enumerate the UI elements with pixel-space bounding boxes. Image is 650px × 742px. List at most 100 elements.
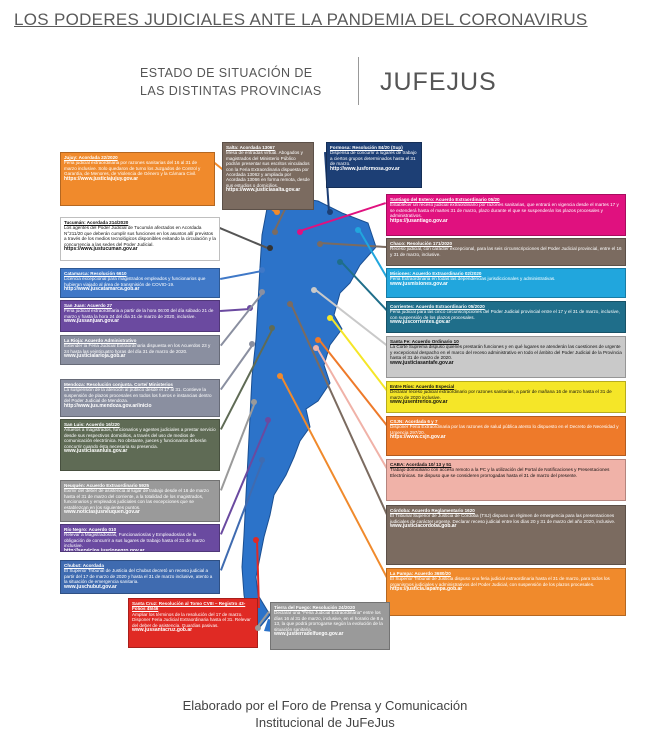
province-heading: La Rioja: Acuerdo Administrativo — [64, 338, 137, 343]
province-box-santacruz: Santa Cruz: Resolución al Tomo CVIII – R… — [128, 598, 258, 648]
province-body: Ampliar los términos de la resolución de… — [132, 611, 251, 628]
province-box-santiago: Santiago del Estero: Acuerdo Extraordina… — [386, 194, 626, 236]
province-body: Dispensa de concurrir a lugares de traba… — [330, 150, 417, 167]
province-heading: Formosa: Resolución 84/20 (Sup) — [330, 145, 403, 150]
province-marker-chaco — [317, 241, 323, 247]
province-link[interactable]: www.justiciasantafe.gov.ar — [390, 359, 454, 366]
subtitle-line2: LAS DISTINTAS PROVINCIAS — [140, 84, 322, 98]
province-heading: Santiago del Estero: Acuerdo Extraordina… — [390, 197, 500, 202]
footer-line1: Elaborado por el Foro de Prensa y Comuni… — [182, 698, 468, 713]
province-body: Asuetos a magistrados, funcionarios y ag… — [64, 427, 216, 449]
province-link[interactable]: https://justicia.lapampa.gob.ar — [390, 586, 463, 593]
province-marker-cordoba — [287, 301, 293, 307]
province-heading: Tucumán: Acordada 214/2020 — [64, 220, 129, 225]
province-marker-entrerios — [327, 315, 333, 321]
province-marker-chubut — [259, 457, 265, 463]
province-marker-caba — [315, 337, 321, 343]
province-body: Feria judicial extraordinaria por razone… — [64, 160, 201, 177]
province-body: El Superior Tribunal de Justicia dispuso… — [390, 576, 610, 587]
province-link[interactable]: www.justiciasanluis.gov.ar — [64, 448, 128, 455]
province-link[interactable]: http://www.juscatamarca.gob.ar — [64, 286, 140, 293]
province-body: Feria judicial extraordinaria a partir d… — [64, 308, 214, 319]
province-marker-misiones — [355, 227, 361, 233]
province-link[interactable]: www.justiciacordoba.gob.ar — [390, 523, 457, 530]
province-link[interactable]: https://www.csjn.gov.ar — [390, 434, 446, 441]
province-link[interactable]: http://www.jus.mendoza.gov.ar/inicio — [64, 402, 152, 409]
province-marker-santacruz — [253, 537, 259, 543]
province-marker-rionegro — [265, 417, 271, 423]
province-heading: Chaco: Resolución 171/2020 — [390, 241, 453, 246]
province-heading: Córdoba: Acuerdo Reglamentario 1620 — [390, 508, 475, 513]
province-link[interactable]: https://www.justucuman.gov.ar — [64, 246, 138, 253]
province-body: Trabajo domiciliario con acceso remoto a… — [390, 467, 610, 478]
province-heading: Salta: Acordada 13067 — [226, 145, 275, 150]
province-body: La suspensión de la atención al público … — [64, 387, 212, 404]
page-title: LOS PODERES JUDICIALES ANTE LA PANDEMIA … — [14, 10, 588, 29]
province-marker-larioja — [259, 289, 265, 295]
province-heading: Río Negro: Acuerdo 010 — [64, 527, 117, 532]
province-marker-catamarca — [259, 267, 265, 273]
province-link[interactable]: www.jussantacruz.gob.ar — [132, 627, 193, 634]
province-heading: Neuquén: Acuerdo Extraordinario 5925 — [64, 483, 150, 488]
province-body: Establecer un receso judicial extraordin… — [390, 202, 619, 219]
province-link[interactable]: www.jusmisiones.gov.ar — [390, 280, 448, 287]
province-marker-salta — [272, 229, 278, 235]
province-heading: Tierra del Fuego: Resolución 24/2020 — [274, 605, 356, 610]
province-marker-santafe — [311, 287, 317, 293]
province-body: Eximir del deber de asistencia al lugar … — [64, 488, 209, 510]
province-link[interactable]: www.jussanjuan.gov.ar — [64, 318, 120, 325]
province-marker-sanluis — [269, 325, 275, 331]
province-link[interactable]: www.noticiasjusneuquen.gov.ar — [64, 509, 140, 516]
province-heading: Entre Ríos: Acuerdo Especial — [390, 384, 455, 389]
province-body: Receso judicial, con carácter excepciona… — [390, 246, 622, 257]
province-marker-ciudad — [313, 345, 319, 351]
province-link[interactable]: www.justicialarioja.gob.ar — [64, 353, 126, 360]
province-link[interactable]: www.juscorrientes.gov.ar — [390, 319, 451, 326]
province-link[interactable]: www.justierradelfuego.gov.ar — [274, 631, 344, 638]
province-box-corrientes: Corrientes: Acuerdo Extraordinario 05/20… — [386, 301, 626, 333]
province-heading: CABA: Acordada 10/ 13 y 51 — [390, 462, 452, 467]
province-body: Extender la Feria Judicial Extraordinari… — [64, 343, 211, 354]
province-link[interactable]: https://jusantiago.gov.ar — [390, 217, 448, 224]
province-heading: Santa Cruz: Resolución al Tomo CVIII – R… — [132, 601, 246, 612]
province-heading: La Pampa: Acuerdo 3680/20 — [390, 571, 451, 576]
province-link[interactable]: www.juschubut.gov.ar — [64, 583, 117, 590]
subtitle: ESTADO DE SITUACIÓN DE LAS DISTINTAS PRO… — [140, 64, 322, 100]
header-divider — [358, 57, 359, 105]
province-marker-santiago — [297, 229, 303, 235]
subtitle-line1: ESTADO DE SITUACIÓN DE — [140, 66, 313, 80]
province-marker-corrientes — [337, 259, 343, 265]
province-body: Declarar una "Feria Judicial Extraordina… — [274, 610, 384, 632]
province-link[interactable]: https://www.justiciasalta.gov.ar — [226, 187, 301, 194]
province-body: El Superior Tribunal de Justicia del Chu… — [64, 568, 213, 585]
province-link[interactable]: http://www.jusformosa.gov.ar — [330, 165, 400, 172]
province-box-misiones: Misiones: Acuerdo Extraordinario 02/2020… — [386, 268, 626, 298]
province-heading: Corrientes: Acuerdo Extraordinario 05/20… — [390, 304, 485, 309]
province-link[interactable]: https://www.justiciajujuy.gov.ar — [64, 175, 139, 182]
province-box-mendoza: Mendoza: Resolución conjunta. Corte/ Min… — [60, 379, 220, 417]
province-link[interactable]: www.jusentrerios.gov.ar — [390, 399, 448, 406]
brand-logo: JUFEJUS — [380, 68, 497, 96]
province-marker-jujuy — [274, 209, 280, 215]
province-marker-formosa — [327, 209, 333, 215]
province-heading: San Luis: Acuerdo 16/220 — [64, 422, 120, 427]
province-link[interactable]: http://servicios.jusrionegro.gov.ar — [64, 547, 145, 552]
province-body: Los agentes del Poder Judicial de Tucumá… — [64, 225, 216, 247]
footer-line2: Institucional de JuFeJus — [255, 715, 395, 730]
